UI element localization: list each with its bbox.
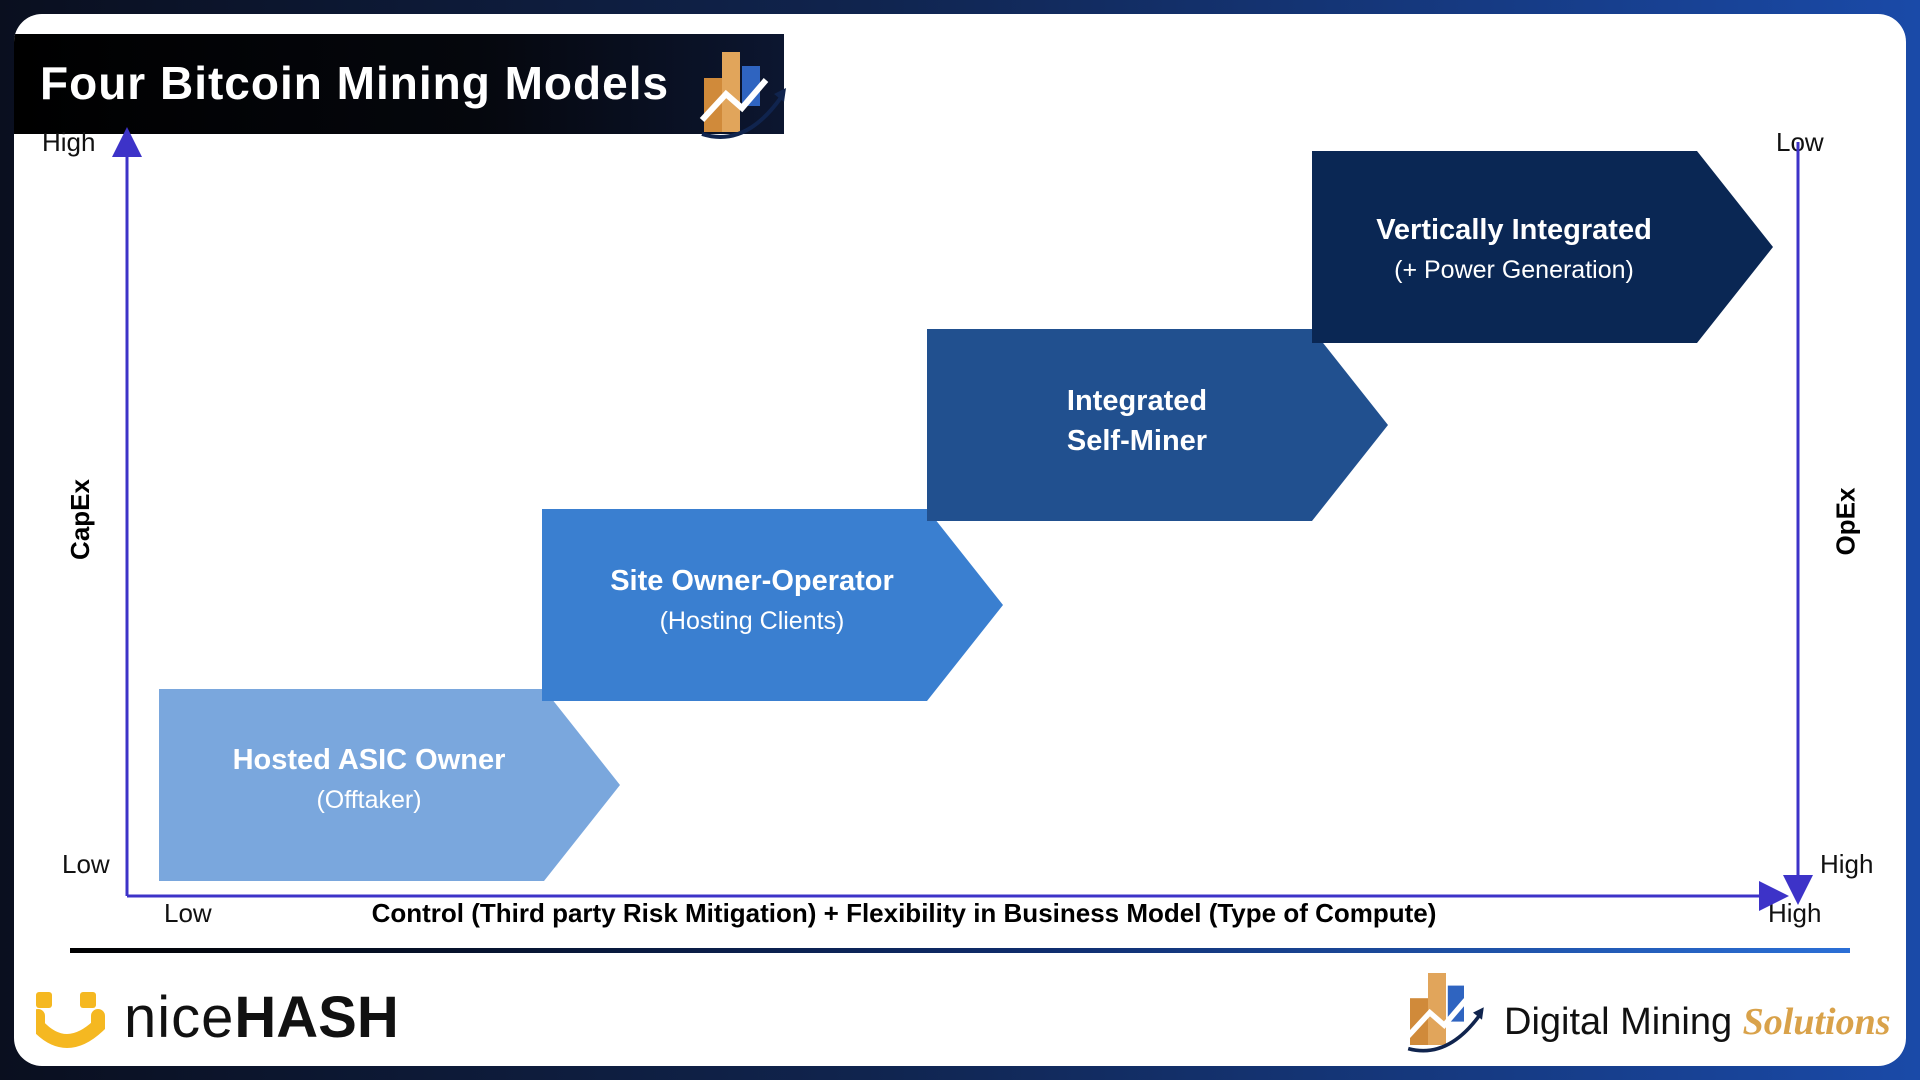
y-left-high-label: High: [42, 127, 96, 157]
model-arrow-4: [1312, 151, 1773, 343]
model-1-label: Hosted ASIC Owner (Offtaker): [159, 740, 579, 820]
page-title: Four Bitcoin Mining Models: [40, 57, 670, 109]
dms-chart-icon: [1406, 973, 1484, 1053]
y-left-low-label: Low: [62, 849, 110, 879]
nicehash-text-light: nice: [124, 985, 235, 1050]
model-2-label: Site Owner-Operator (Hosting Clients): [542, 561, 962, 641]
model-4-title: Vertically Integrated: [1376, 214, 1652, 246]
model-3-subtitle: Self-Miner: [1066, 425, 1208, 457]
model-3-title: Integrated: [1066, 385, 1208, 417]
nicehash-symbol-icon: [36, 992, 105, 1048]
nicehash-logo: niceHASH: [24, 984, 444, 1064]
dms-text-accent: Solutions: [1742, 1001, 1891, 1043]
model-2-subtitle: (Hosting Clients): [659, 607, 845, 635]
nicehash-text-bold: HASH: [234, 985, 399, 1050]
model-3-label: Integrated Self-Miner: [927, 381, 1347, 461]
model-2-title: Site Owner-Operator: [610, 565, 894, 597]
model-arrow-3: [927, 329, 1388, 521]
model-4-subtitle: (+ Power Generation): [1394, 256, 1634, 284]
dms-wordmark: Digital Mining Solutions: [1504, 1000, 1891, 1044]
y-right-low-label: Low: [1776, 127, 1824, 157]
model-arrow-1: [159, 689, 620, 881]
title-bar: Four Bitcoin Mining Models: [14, 34, 786, 139]
digital-mining-solutions-logo: Digital Mining Solutions: [1384, 964, 1904, 1064]
model-1-subtitle: (Offtaker): [316, 786, 422, 814]
mining-models-diagram: [112, 127, 1813, 911]
dms-text-main: Digital Mining: [1504, 1001, 1733, 1043]
chart-logo-icon: [699, 52, 786, 139]
y-right-high-label: High: [1820, 849, 1874, 879]
slide-panel: Four Bitcoin Mining Models High Low CapE…: [14, 14, 1906, 1066]
model-arrow-2: [542, 509, 1003, 701]
model-1-title: Hosted ASIC Owner: [232, 744, 506, 776]
x-low-label: Low: [164, 898, 212, 928]
model-4-label: Vertically Integrated (+ Power Generatio…: [1304, 210, 1724, 290]
x-axis-title: Control (Third party Risk Mitigation) + …: [371, 898, 1437, 928]
nicehash-wordmark: niceHASH: [124, 984, 399, 1051]
footer-divider: [70, 948, 1850, 953]
